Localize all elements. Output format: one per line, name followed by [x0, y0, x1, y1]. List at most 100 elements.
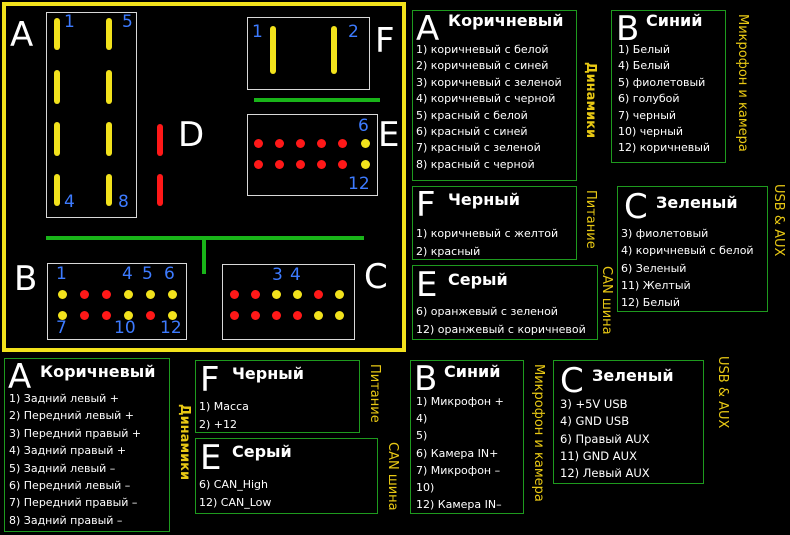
pin — [272, 311, 281, 320]
pin — [168, 311, 177, 320]
pin — [106, 122, 112, 156]
pin — [102, 290, 111, 299]
list-item: 4) Задний правый + — [9, 444, 127, 458]
pin — [146, 290, 155, 299]
color-list-e: 6) оранжевый с зеленой 12) оранжевый с к… — [416, 303, 586, 339]
pin — [168, 290, 177, 299]
side-label: Динамики — [177, 404, 192, 481]
list-item: 1) коричневый с белой — [416, 43, 549, 56]
list-item: 6) красный с синей — [416, 125, 528, 139]
side-label: Микрофон и камера — [531, 364, 546, 502]
color-list-f: 1) коричневый с желтой 2) красный — [416, 225, 558, 261]
function-list-e: 6) CAN_High 12) CAN_Low — [199, 476, 271, 512]
list-item: 11) Желтый — [621, 278, 691, 292]
list-item: 2) Передний левый + — [9, 409, 134, 423]
list-item: 10) черный — [618, 125, 684, 139]
pin — [338, 139, 347, 148]
table-letter: B — [616, 9, 640, 49]
list-item: 6) оранжевый с зеленой — [416, 305, 558, 318]
pin — [58, 311, 67, 320]
connector-a-outline — [46, 12, 137, 218]
table-letter: E — [416, 265, 438, 305]
side-label: Динамики — [583, 62, 598, 139]
list-item: 1) Микрофон + — [416, 395, 504, 408]
pin — [124, 290, 133, 299]
pin — [293, 290, 302, 299]
list-item: 11) GND AUX — [560, 448, 637, 463]
table-letter: F — [416, 185, 436, 225]
pin-number: 12 — [160, 318, 182, 338]
pin — [54, 70, 60, 104]
pin — [335, 311, 344, 320]
pin — [251, 311, 260, 320]
pin — [80, 290, 89, 299]
connector-b-outline — [47, 263, 187, 340]
side-label: CAN шина — [599, 266, 614, 335]
pin — [54, 174, 60, 206]
list-item: 1) Задний левый + — [9, 392, 119, 405]
pin-number: 5 — [122, 12, 133, 32]
list-item: 3) фиолетовый — [621, 227, 709, 240]
list-item: 5) — [416, 429, 428, 443]
pin-number: 12 — [348, 174, 370, 194]
pin — [335, 290, 344, 299]
pin — [338, 160, 347, 169]
side-label: Питание — [367, 364, 382, 423]
color-list-b: 1) Белый 4) Белый 5) фиолетовый 6) голуб… — [618, 42, 710, 157]
color-table-a — [412, 10, 577, 181]
divider-line — [202, 236, 206, 274]
list-item: 3) Передний правый + — [9, 426, 142, 440]
list-item: 12) коричневый — [618, 141, 711, 155]
function-table-f — [195, 360, 360, 433]
table-title: Черный — [448, 190, 520, 209]
list-item: 2) красный — [416, 245, 481, 258]
side-label: Микрофон и камера — [735, 14, 750, 152]
list-item: 4) Белый — [618, 59, 670, 73]
pin — [106, 70, 112, 104]
table-title: Серый — [232, 442, 292, 461]
pin — [251, 290, 260, 299]
pin — [54, 18, 60, 50]
pin — [80, 311, 89, 320]
pin — [102, 311, 111, 320]
connector-e-letter: E — [378, 115, 400, 155]
list-item: 5) Задний левый – — [9, 461, 116, 475]
pin-number: 1 — [64, 12, 75, 32]
pin — [157, 174, 163, 206]
side-label: Питание — [583, 190, 598, 249]
pin — [296, 139, 305, 148]
pin — [296, 160, 305, 169]
list-item: 6) Правый AUX — [560, 431, 650, 446]
pin — [254, 160, 263, 169]
function-list-c: 3) +5V USB 4) GND USB 6) Правый AUX 11) … — [560, 396, 650, 482]
connector-c-outline — [222, 264, 355, 340]
list-item: 5) фиолетовый — [618, 75, 706, 89]
function-list-a: 1) Задний левый + 2) Передний левый + 3)… — [9, 390, 141, 529]
pin — [275, 139, 284, 148]
list-item: 7) Микрофон – — [416, 463, 501, 477]
pin — [293, 311, 302, 320]
pin — [275, 160, 284, 169]
list-item: 6) Передний левый – — [9, 479, 131, 493]
list-item: 6) Камера IN+ — [416, 446, 499, 460]
pin — [146, 311, 155, 320]
table-title: Зеленый — [592, 366, 674, 385]
pin — [270, 26, 276, 74]
list-item: 10) — [416, 481, 435, 495]
connector-f-letter: F — [375, 21, 395, 61]
pin-number: 5 — [142, 264, 153, 284]
table-letter: F — [200, 360, 220, 400]
pin-number: 8 — [118, 192, 129, 212]
pin — [124, 311, 133, 320]
pin — [314, 290, 323, 299]
list-item: 3) +5V USB — [560, 397, 628, 411]
table-title: Коричневый — [448, 11, 564, 30]
function-list-f: 1) Масса 2) +12 — [199, 398, 249, 434]
table-letter: B — [414, 359, 438, 399]
pin — [361, 139, 370, 148]
table-title: Коричневый — [40, 362, 156, 381]
connector-a-letter: A — [10, 15, 34, 55]
pin — [230, 290, 239, 299]
pin-number: 4 — [122, 264, 133, 284]
pin-number: 1 — [252, 22, 263, 42]
